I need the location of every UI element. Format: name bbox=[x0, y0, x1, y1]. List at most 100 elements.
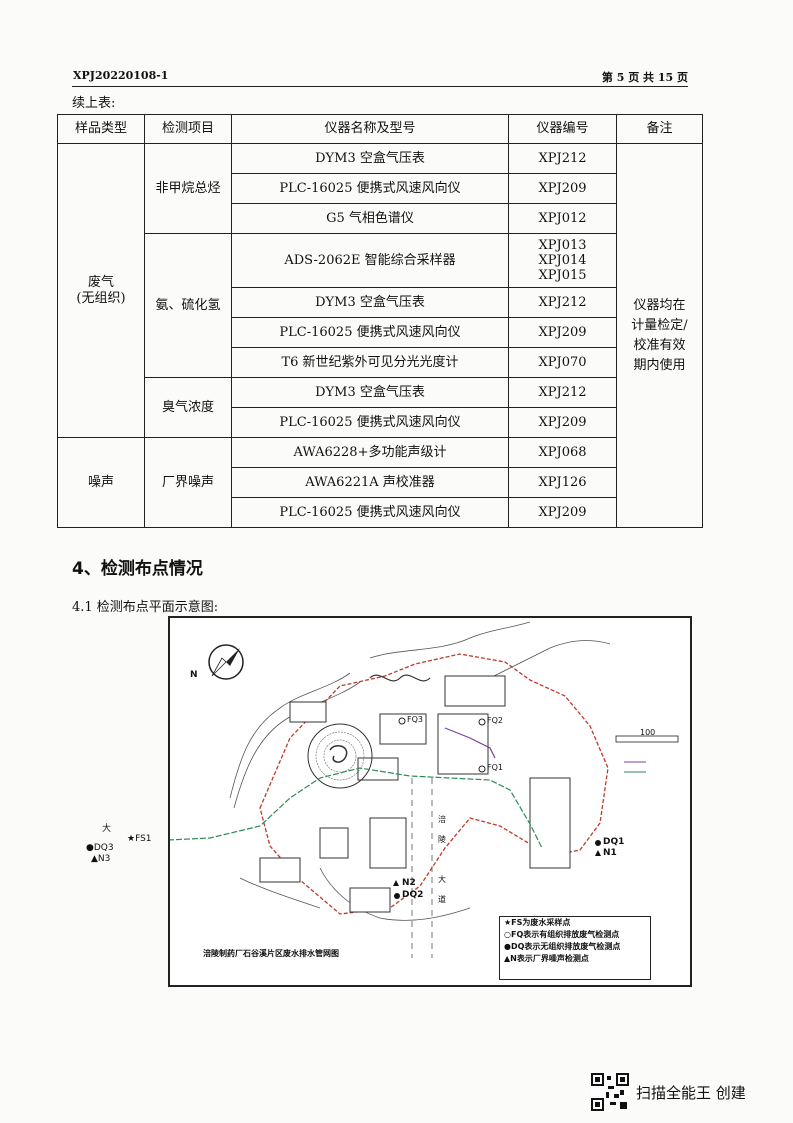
scanner-label: 扫描全能王 创建 bbox=[636, 1084, 746, 1102]
table-row: DYM3 空盒气压表 XPJ212 bbox=[58, 287, 703, 318]
map-legend: ★FS为废水采样点 ○FQ表示有组织排放废气检测点 ●DQ表示无组织排放废气检测… bbox=[499, 916, 651, 980]
sample-type-cell: 废气 (无组织) bbox=[57, 143, 145, 438]
header-sample-type: 样品类型 bbox=[57, 114, 145, 144]
table-header-row: 样品类型 检测项目 仪器名称及型号 仪器编号 备注 bbox=[57, 114, 703, 144]
drainage-pipe bbox=[167, 767, 543, 849]
site-map: N FQ3 FQ2 FQ1 DQ1 N1 N2 DQ2 涪 陵 大 道 100 bbox=[167, 616, 692, 987]
north-label: N bbox=[190, 670, 198, 680]
road-char-3: 大 bbox=[438, 875, 446, 884]
fq-marker-icons bbox=[398, 717, 486, 773]
n3-label: ▲N3 bbox=[91, 854, 111, 864]
header-remark: 备注 bbox=[616, 114, 703, 144]
legend-dq: ●DQ表示无组织排放废气检测点 bbox=[504, 942, 621, 951]
table-row: T6 新世纪紫外可见分光光度计 XPJ070 bbox=[58, 347, 703, 378]
instrument-name: DYM3 空盒气压表 bbox=[231, 287, 509, 318]
header-instrument-id: 仪器编号 bbox=[508, 114, 617, 144]
fs1-text: FS1 bbox=[135, 834, 152, 844]
dq-marker-icons bbox=[394, 840, 601, 899]
fq2-label: FQ2 bbox=[487, 716, 503, 725]
header-rule bbox=[72, 86, 688, 87]
purple-pipe bbox=[444, 727, 496, 759]
subsection-title: 4.1 检测布点平面示意图: bbox=[72, 600, 219, 615]
instrument-id: XPJ013 XPJ014 XPJ015 bbox=[508, 233, 617, 288]
instrument-id: XPJ212 bbox=[508, 143, 617, 174]
dq1-label: DQ1 bbox=[603, 837, 625, 847]
table-row: 臭气浓度 DYM3 空盒气压表 XPJ212 bbox=[58, 377, 703, 438]
table-row: PLC-16025 便携式风速风向仪 XPJ209 bbox=[58, 173, 703, 204]
instrument-id: XPJ012 bbox=[508, 203, 617, 234]
road-char-2: 陵 bbox=[438, 835, 446, 844]
map-title: 涪陵制药厂石谷溪片区废水排水管网图 bbox=[203, 949, 339, 958]
instrument-name: T6 新世纪紫外可见分光光度计 bbox=[231, 347, 509, 378]
item-cell: 厂界噪声 bbox=[144, 437, 232, 528]
item-cell: 非甲烷总烃 bbox=[144, 143, 232, 234]
instrument-id: XPJ212 bbox=[508, 377, 617, 408]
terrain-contours bbox=[229, 621, 611, 921]
section-title: 4、检测布点情况 bbox=[72, 559, 203, 579]
header-instrument: 仪器名称及型号 bbox=[231, 114, 509, 144]
n-marker-icons bbox=[393, 850, 601, 886]
dq3-label: ●DQ3 bbox=[86, 843, 114, 853]
item-cell: 臭气浓度 bbox=[144, 377, 232, 438]
plaza bbox=[307, 723, 373, 789]
fs1-label: ★FS1 bbox=[127, 834, 152, 844]
qr-code-icon bbox=[590, 1072, 630, 1112]
compass-icon bbox=[208, 644, 244, 680]
scale-label: 100 bbox=[640, 728, 656, 737]
map-mini-legend bbox=[624, 761, 646, 773]
instrument-name: PLC-16025 便携式风速风向仪 bbox=[231, 497, 509, 528]
n2-label: N2 bbox=[402, 878, 416, 888]
remark-cell: 仪器均在 计量检定/ 校准有效 期内使用 bbox=[616, 143, 703, 528]
instrument-name: PLC-16025 便携式风速风向仪 bbox=[231, 173, 509, 204]
scanner-watermark: 扫描全能王 创建 bbox=[590, 1072, 746, 1116]
table-row: 噪声 厂界噪声 AWA6228+多功能声级计 XPJ068 bbox=[57, 437, 703, 528]
road-char-1: 涪 bbox=[438, 815, 446, 824]
instrument-name: DYM3 空盒气压表 bbox=[231, 377, 509, 408]
legend-n: ▲N表示厂界噪声检测点 bbox=[504, 954, 589, 963]
item-cell: 氨、硫化氢 bbox=[144, 233, 232, 378]
n3-text: N3 bbox=[97, 854, 111, 864]
dq3-text: DQ3 bbox=[93, 843, 114, 853]
main-road bbox=[411, 778, 433, 958]
instrument-id: XPJ209 bbox=[508, 317, 617, 348]
legend-fq: ○FQ表示有组织排放废气检测点 bbox=[504, 930, 620, 939]
instrument-id: XPJ209 bbox=[508, 497, 617, 528]
instrument-id: XPJ209 bbox=[508, 407, 617, 438]
instrument-name: G5 气相色谱仪 bbox=[231, 203, 509, 234]
instrument-id: XPJ212 bbox=[508, 287, 617, 318]
river-label: 大 bbox=[102, 824, 112, 834]
table-row: PLC-16025 便携式风速风向仪 XPJ209 bbox=[58, 407, 703, 438]
instrument-id: XPJ070 bbox=[508, 347, 617, 378]
table-row: PLC-16025 便携式风速风向仪 XPJ209 bbox=[58, 317, 703, 348]
sample-type-cell: 噪声 bbox=[57, 437, 145, 528]
instrument-name: AWA6221A 声校准器 bbox=[231, 467, 509, 498]
instrument-name: AWA6228+多功能声级计 bbox=[231, 437, 509, 468]
dq2-label: DQ2 bbox=[402, 890, 424, 900]
instrument-name: ADS-2062E 智能综合采样器 bbox=[231, 233, 509, 288]
continued-label: 续上表: bbox=[72, 96, 116, 111]
table-row: PLC-16025 便携式风速风向仪 XPJ209 bbox=[58, 497, 703, 528]
instrument-name: PLC-16025 便携式风速风向仪 bbox=[231, 317, 509, 348]
page-info: 第 5 页 共 15 页 bbox=[601, 71, 688, 84]
instrument-id: XPJ209 bbox=[508, 173, 617, 204]
instrument-table: 样品类型 检测项目 仪器名称及型号 仪器编号 备注 废气 (无组织) 非甲烷总烃… bbox=[57, 114, 703, 528]
road-char-4: 道 bbox=[438, 895, 446, 904]
legend-fs: ★FS为废水采样点 bbox=[504, 918, 571, 927]
table-row: 废气 (无组织) 非甲烷总烃 DYM3 空盒气压表 XPJ212 仪器均在 计量… bbox=[57, 143, 703, 528]
instrument-id: XPJ126 bbox=[508, 467, 617, 498]
serpentine-road bbox=[369, 674, 431, 682]
document-number: XPJ20220108-1 bbox=[73, 69, 169, 82]
instrument-name: PLC-16025 便携式风速风向仪 bbox=[231, 407, 509, 438]
table-row: AWA6221A 声校准器 XPJ126 bbox=[58, 467, 703, 498]
fq1-label: FQ1 bbox=[487, 763, 503, 772]
site-map-drawing bbox=[167, 621, 679, 958]
fq3-label: FQ3 bbox=[407, 715, 423, 724]
buildings bbox=[259, 675, 571, 913]
table-row: 氨、硫化氢 ADS-2062E 智能综合采样器 XPJ013 XPJ014 XP… bbox=[58, 233, 703, 378]
instrument-name: DYM3 空盒气压表 bbox=[231, 143, 509, 174]
instrument-id: XPJ068 bbox=[508, 437, 617, 468]
n1-label: N1 bbox=[603, 848, 617, 858]
scale-bar bbox=[615, 735, 679, 743]
header-item: 检测项目 bbox=[144, 114, 232, 144]
